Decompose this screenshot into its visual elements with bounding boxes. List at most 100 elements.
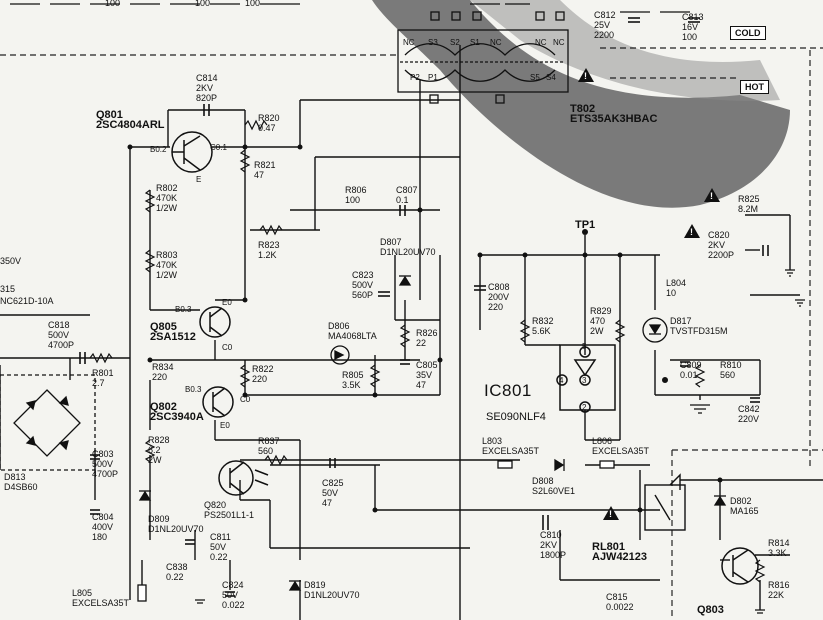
label-c813: C813 16V 100	[682, 12, 704, 42]
ic801-part: SE090NLF4	[486, 411, 546, 423]
label-l805: L805 EXCELSA35T	[72, 588, 130, 608]
label-r814: R814 3.3K	[768, 538, 790, 558]
label-left-nc621d: NC621D-10A	[0, 296, 54, 306]
label-q803: Q803	[697, 604, 724, 616]
tx-s4-label: S4	[546, 73, 556, 82]
q802-b-label: B0.3	[185, 385, 202, 394]
label-r828: R828 6.2 2W	[148, 435, 170, 465]
nc-label-1: NC	[403, 38, 415, 47]
q802-e-label: E0	[220, 421, 230, 430]
resistors	[89, 119, 766, 583]
label-r810: R810 560	[720, 360, 742, 380]
label-l804: L804 10	[666, 278, 687, 298]
nc-label-3: NC	[535, 38, 547, 47]
label-r821: R821 47	[254, 160, 276, 180]
tx-p2-label: P2	[410, 73, 420, 82]
label-c823: C823 500V 560P	[352, 270, 374, 300]
transistor-q805	[199, 306, 231, 338]
label-r832: R832 5.6K	[532, 316, 554, 336]
label-d806: D806 MA4068LTA	[328, 321, 377, 341]
warning-icon	[684, 224, 700, 238]
diode-d806	[330, 345, 350, 365]
grounds	[195, 269, 805, 614]
hot-zone-label: HOT	[740, 80, 769, 94]
inductors	[137, 460, 615, 602]
label-r802: R802 470K 1/2W	[156, 183, 178, 213]
label-c805: C805 35V 47	[416, 360, 438, 390]
q801-b-label: B0.2	[150, 145, 167, 154]
label-d807: D807 D1NL20UV70	[380, 237, 436, 257]
transformer-t802	[397, 11, 569, 104]
diode-d817	[642, 317, 668, 343]
q805-e-label: E0	[222, 298, 232, 307]
label-c824: C824 50V 0.022	[222, 580, 245, 610]
label-c807: C807 0.1	[396, 185, 418, 205]
label-rl801: RL801 AJW42123	[592, 541, 648, 563]
pin-2-label: 2	[582, 403, 587, 412]
q802-c-label: C0	[240, 395, 251, 404]
label-c818: C818 500V 4700P	[48, 320, 75, 350]
q805-b-label: B0.3	[175, 305, 192, 314]
pin-3-label: 3	[582, 376, 587, 385]
label-r823: R823 1.2K	[258, 240, 280, 260]
pin-4-label: 4	[559, 376, 564, 385]
label-r801: R801 2.7	[92, 368, 114, 388]
label-top-100-c: 100	[245, 0, 261, 8]
label-c810: C810 2KV 1800P	[540, 530, 567, 560]
label-r825: R825 8.2M	[738, 194, 760, 214]
label-l806: L806 EXCELSA35T	[592, 436, 650, 456]
diodes	[138, 275, 727, 591]
tx-p1-label: P1	[428, 73, 438, 82]
transistor-q802	[202, 386, 234, 418]
q805-c-label: C0	[222, 343, 233, 352]
label-r820: R820 0.47	[258, 113, 280, 133]
tx-s3-label: S3	[428, 38, 438, 47]
top-grounds	[10, 3, 690, 13]
warning-icon	[603, 506, 619, 520]
label-c812: C812 25V 2200	[594, 10, 616, 40]
label-top-100-a: 100	[105, 0, 121, 8]
label-r806: R806 100	[345, 185, 367, 205]
label-tp1: TP1	[575, 219, 596, 231]
relay-rl801	[644, 473, 686, 531]
label-d817: D817 TVSTFD315M	[670, 316, 728, 336]
tx-s2-label: S2	[450, 38, 460, 47]
label-d813: D813 D4SB60	[4, 472, 38, 492]
label-r834: R834 220	[152, 362, 174, 382]
label-c842: C842 220V	[738, 404, 760, 424]
ic801-title: IC801	[484, 381, 532, 400]
tx-s1-label: S1	[470, 38, 480, 47]
nc-label-4: NC	[553, 38, 565, 47]
tx-s5-label: S5	[530, 73, 540, 82]
label-c815: C815 0.0022	[606, 592, 634, 612]
capacitors	[79, 17, 769, 597]
label-c803: C803 500V 4700P	[92, 449, 119, 479]
label-c820: C820 2KV 2200P	[708, 230, 735, 260]
warning-icon	[704, 188, 720, 202]
label-c808: C808 200V 220	[488, 282, 510, 312]
label-r829: R829 470 2W	[590, 306, 612, 336]
label-l803: L803 EXCELSA35T	[482, 436, 540, 456]
label-left-350v: 350V	[0, 256, 22, 266]
label-q805: Q805 2SA1512	[150, 321, 196, 343]
junctions	[127, 144, 723, 513]
label-c838: C838 0.22	[166, 562, 188, 582]
label-d819: D819 D1NL20UV70	[304, 580, 360, 600]
cold-zone-label: COLD	[730, 26, 766, 40]
label-d809: D809 D1NL20UV70	[148, 514, 204, 534]
copy-shadow-light	[470, 0, 780, 101]
label-r826: R826 22	[416, 328, 438, 348]
label-c804: C804 400V 180	[92, 512, 114, 542]
label-c825: C825 50V 47	[322, 478, 344, 508]
zone-boundaries	[0, 47, 823, 620]
label-r816: R816 22K	[768, 580, 790, 600]
pin-5-label: 5	[582, 342, 587, 351]
copy-shadow	[372, 0, 790, 208]
label-r837: R837 560	[258, 436, 280, 456]
label-t802: T802 ETS35AK3HBAC	[570, 103, 658, 125]
label-c814: C814 2KV 820P	[196, 73, 218, 103]
label-r822: R822 220	[252, 364, 274, 384]
label-q801: Q801 2SC4804ARL	[96, 109, 165, 131]
